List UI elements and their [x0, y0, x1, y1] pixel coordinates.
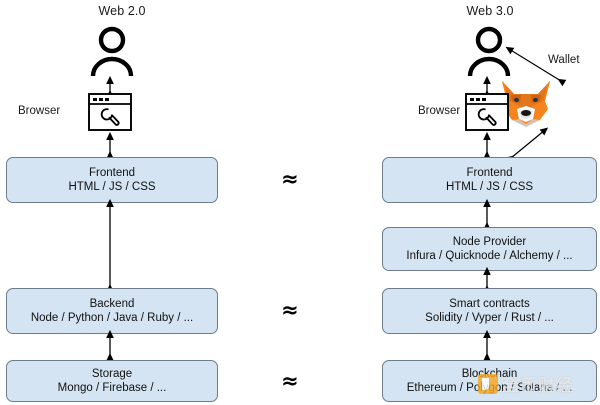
box-blockchain[interactable]: Blockchain Ethereum / Polygon / Solana /…: [382, 360, 597, 402]
arrow-person-browser-left: [102, 75, 118, 99]
browser-window-icon: [88, 93, 132, 131]
box-subtitle: Infura / Quicknode / Alchemy / ...: [406, 250, 573, 262]
arrow-frontend-backend-left: [102, 198, 118, 293]
arrow-smartcontracts-blockchain: [479, 329, 495, 362]
person-icon: [88, 26, 136, 77]
arrow-nodeprovider-smartcontracts: [479, 266, 495, 294]
arrow-frontend-nodeprovider: [479, 198, 495, 231]
arrow-browser-frontend-left: [102, 131, 118, 160]
box-subtitle: Ethereum / Polygon / Solana / ...: [406, 382, 573, 394]
box-title: Storage: [91, 367, 133, 380]
arrow-browser-frontend-right: [479, 131, 495, 160]
box-subtitle: Solidity / Vyper / Rust / ...: [425, 312, 554, 324]
box-backend-left[interactable]: Backend Node / Python / Java / Ruby / ..…: [6, 288, 218, 334]
browser-label-right: Browser: [418, 105, 461, 117]
box-smart-contracts[interactable]: Smart contracts Solidity / Vyper / Rust …: [382, 288, 597, 334]
box-subtitle: Mongo / Firebase / ...: [57, 382, 167, 394]
box-frontend-right[interactable]: Frontend HTML / JS / CSS: [382, 157, 597, 203]
column-title-web2: Web 2.0: [98, 4, 146, 18]
column-title-web3: Web 3.0: [466, 4, 514, 18]
box-node-provider[interactable]: Node Provider Infura / Quicknode / Alche…: [382, 227, 597, 271]
wrench-icon: [477, 108, 497, 126]
approx-equal-backend: ≈: [281, 298, 299, 322]
box-title: Blockchain: [461, 367, 518, 380]
approx-equal-storage: ≈: [281, 369, 299, 393]
arrow-backend-storage-left: [102, 329, 118, 362]
box-title: Node Provider: [452, 235, 527, 248]
box-title: Smart contracts: [449, 297, 530, 310]
box-subtitle: Node / Python / Java / Ruby / ...: [30, 312, 194, 324]
box-title: Frontend: [88, 166, 136, 179]
wrench-icon: [100, 108, 120, 126]
browser-window-icon-right: [465, 93, 509, 131]
metamask-fox-icon[interactable]: [500, 79, 552, 129]
box-frontend-left[interactable]: Frontend HTML / JS / CSS: [6, 157, 218, 203]
arrow-wallet-frontend: [505, 127, 551, 164]
box-storage-left[interactable]: Storage Mongo / Firebase / ...: [6, 360, 218, 402]
arrow-person-browser-right: [479, 75, 495, 99]
arrow-wallet-person: [505, 45, 567, 87]
box-title: Backend: [89, 297, 135, 310]
approx-equal-frontend: ≈: [281, 167, 299, 191]
box-title: Frontend: [466, 166, 513, 179]
box-subtitle: HTML / JS / CSS: [68, 181, 156, 193]
browser-label-left: Browser: [18, 105, 61, 117]
box-subtitle: HTML / JS / CSS: [445, 181, 534, 193]
wallet-label: Wallet: [548, 54, 580, 66]
